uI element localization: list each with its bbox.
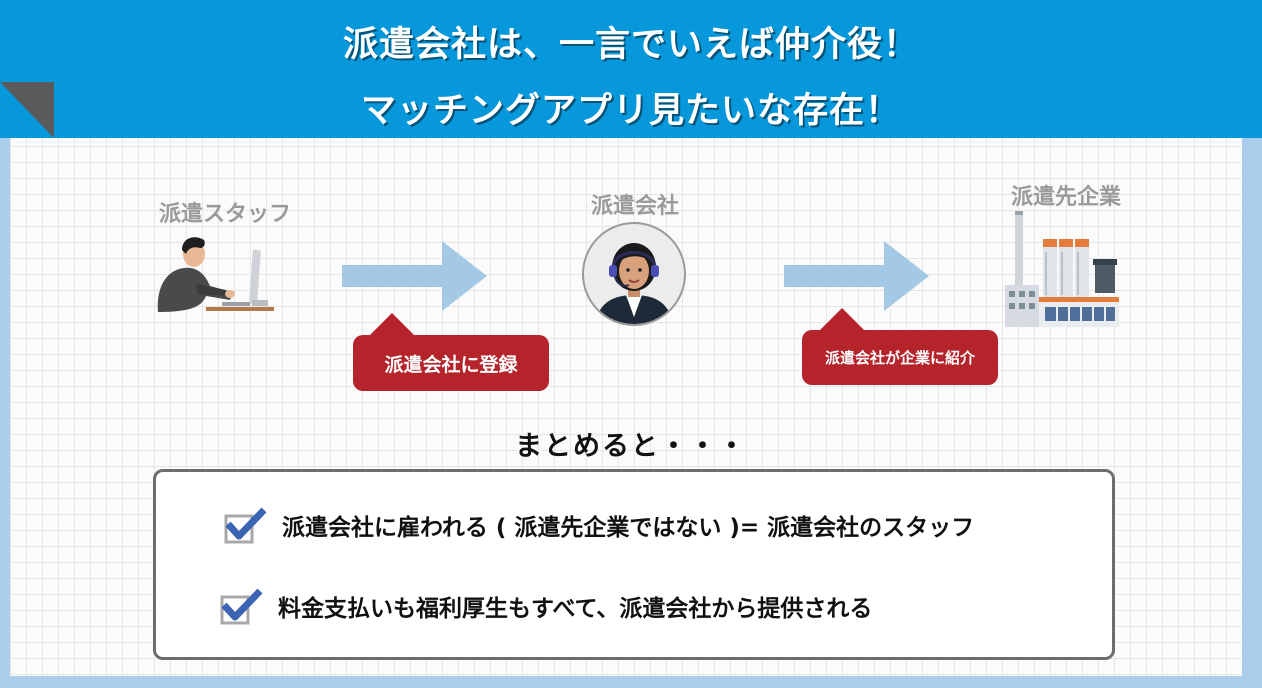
- arrow-agency-to-client: [784, 241, 929, 311]
- title-line-2: マッチングアプリ見たいな存在！: [360, 91, 901, 131]
- checkbox-checked-icon: [220, 588, 263, 625]
- callout-introduce-tip: [820, 308, 864, 330]
- node-label-agency: 派遣会社: [590, 194, 679, 219]
- checkbox-checked-icon: [224, 507, 267, 544]
- summary-item-2-text: 料金支払いも福利厚生もすべて、派遣会社から提供される: [278, 596, 873, 622]
- summary-item-2: 料金支払いも福利厚生もすべて、派遣会社から提供される: [218, 587, 872, 625]
- header-banner: 派遣会社は、一言でいえば仲介役！ マッチングアプリ見たいな存在！: [0, 0, 1262, 138]
- summary-item-1: 派遣会社に雇われる ( 派遣先企業ではない )= 派遣会社のスタッフ: [222, 506, 974, 544]
- factory-icon: [1005, 211, 1119, 327]
- person-at-computer-icon: [157, 237, 274, 312]
- callout-register-tip: [370, 313, 414, 335]
- title-line-1: 派遣会社は、一言でいえば仲介役！: [342, 25, 919, 65]
- summary-heading: まとめると・・・: [515, 431, 747, 462]
- node-label-staff: 派遣スタッフ: [158, 202, 291, 227]
- summary-box: 派遣会社に雇われる ( 派遣先企業ではない )= 派遣会社のスタッフ 料金支払い…: [153, 469, 1115, 660]
- node-label-client: 派遣先企業: [1010, 185, 1121, 210]
- callout-register: 派遣会社に登録: [353, 335, 549, 391]
- summary-item-1-text: 派遣会社に雇われる ( 派遣先企業ではない )= 派遣会社のスタッフ: [282, 515, 975, 541]
- operator-headset-avatar-icon: [582, 222, 686, 326]
- arrow-staff-to-agency: [342, 241, 487, 311]
- callout-introduce: 派遣会社が企業に紹介: [802, 330, 998, 385]
